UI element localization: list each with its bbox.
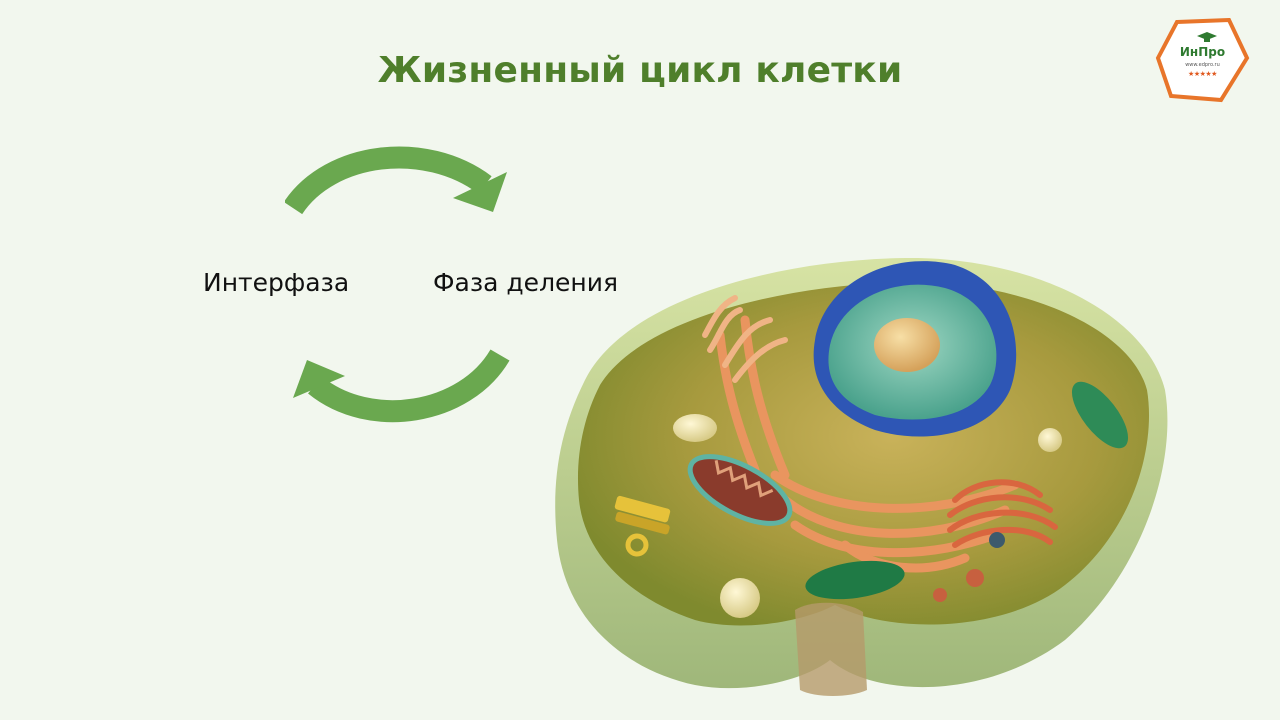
- golgi-tubes: [702, 295, 788, 383]
- green-organelle-bottom: [805, 560, 905, 600]
- logo-stars: ★★★★★: [1188, 70, 1217, 78]
- endoplasmic-reticulum: [715, 315, 1020, 573]
- inpro-logo: ИнПро www.edpro.ru ★★★★★: [1155, 18, 1250, 103]
- ribosomes: [933, 532, 1005, 602]
- animal-cell-illustration: [555, 257, 1168, 696]
- nucleolus: [874, 318, 940, 372]
- logo-hexagon-icon: [1155, 18, 1250, 103]
- green-organelle-right: [1071, 381, 1129, 449]
- vesicle: [720, 578, 760, 618]
- vesicle-small: [1038, 428, 1062, 452]
- logo-name: ИнПро: [1179, 45, 1226, 59]
- rough-er: [947, 479, 1058, 548]
- logo-url: www.edpro.ru: [1185, 62, 1220, 68]
- curved-arrow-left-icon: [293, 349, 510, 423]
- mitochondrion: [687, 454, 793, 526]
- division-phase-label: Фаза деления: [433, 268, 619, 297]
- lysosome: [673, 414, 717, 442]
- curved-arrow-right-icon: [285, 146, 507, 215]
- interphase-label: Интерфаза: [203, 268, 350, 297]
- slide-title: Жизненный цикл клетки: [377, 50, 903, 91]
- centriole: [614, 495, 671, 557]
